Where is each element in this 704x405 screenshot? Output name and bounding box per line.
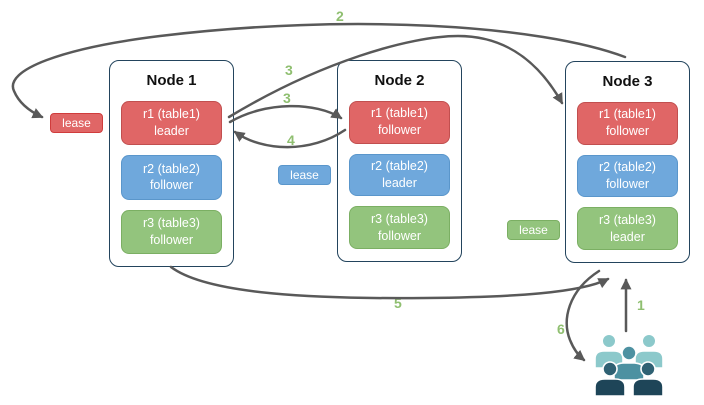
node-2-replica-r1: r1 (table1) follower (349, 101, 450, 144)
node-2-title: Node 2 (374, 72, 425, 89)
replica-name: r1 (table1) (371, 106, 428, 121)
lease-badge-table1: lease (50, 113, 103, 133)
replica-name: r1 (table1) (143, 107, 200, 122)
node-1-replica-r3: r3 (table3) follower (121, 209, 222, 254)
step-label-6: 6 (557, 321, 565, 337)
user-body (613, 362, 645, 381)
node-2-replica-r3: r3 (table3) follower (349, 206, 450, 250)
replica-role: follower (377, 123, 422, 138)
node-1: Node 1 r1 (table1) leader r2 (table2) fo… (109, 60, 234, 267)
user-head (621, 345, 637, 361)
replica-role: leader (154, 124, 189, 139)
user-body (594, 350, 624, 369)
node-3: Node 3 r1 (table1) follower r2 (table2) … (565, 61, 690, 263)
lease-badge-table2: lease (278, 165, 331, 185)
replica-name: r2 (table2) (143, 161, 200, 176)
user-body (634, 350, 664, 369)
node-3-title: Node 3 (602, 73, 653, 90)
replica-name: r1 (table1) (599, 107, 656, 122)
user-head (640, 361, 656, 377)
replica-role: follower (605, 124, 650, 139)
replica-role: leader (610, 229, 645, 244)
replica-name: r2 (table2) (371, 159, 428, 174)
arrow-step-2 (11, 22, 627, 119)
user-body (594, 378, 626, 397)
node-3-replica-r3: r3 (table3) leader (577, 207, 678, 251)
replica-name: r2 (table2) (599, 160, 656, 175)
replica-name: r3 (table3) (371, 211, 428, 226)
user-head (641, 333, 657, 349)
arrow-step-3-to-node2 (228, 104, 343, 124)
replica-role: follower (149, 232, 194, 247)
node-1-replica-r1: r1 (table1) leader (121, 101, 222, 146)
user-head (601, 333, 617, 349)
users-group-icon (594, 333, 664, 397)
step-label-3b: 3 (283, 90, 291, 106)
replica-role: follower (149, 178, 194, 193)
step-label-4: 4 (287, 132, 295, 148)
node-1-title: Node 1 (146, 72, 197, 89)
replica-name: r3 (table3) (143, 215, 200, 230)
replica-role: follower (377, 228, 422, 243)
step-label-5: 5 (394, 295, 402, 311)
step-label-2: 2 (336, 8, 344, 24)
user-head (602, 361, 618, 377)
arrow-step-6 (565, 269, 601, 362)
node-2: Node 2 r1 (table1) follower r2 (table2) … (337, 60, 462, 262)
replica-role: leader (382, 176, 417, 190)
replica-role: follower (605, 177, 650, 191)
replica-name: r3 (table3) (599, 212, 656, 227)
node-1-replica-r2: r2 (table2) follower (121, 155, 222, 200)
node-3-replica-r1: r1 (table1) follower (577, 102, 678, 145)
node-3-replica-r2: r2 (table2) follower (577, 154, 678, 198)
arrow-step-5 (169, 265, 610, 300)
step-label-3a: 3 (285, 62, 293, 78)
step-label-1: 1 (637, 297, 645, 313)
user-body (632, 378, 664, 397)
node-2-replica-r2: r2 (table2) leader (349, 153, 450, 197)
lease-badge-table3: lease (507, 220, 560, 240)
